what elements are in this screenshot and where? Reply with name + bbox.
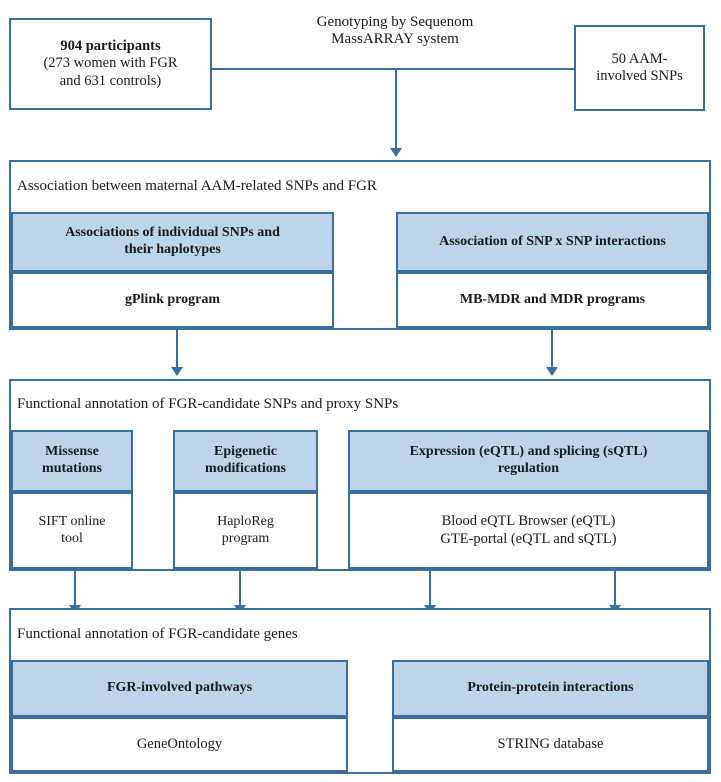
- section2-heading: Functional annotation of FGR-candidate S…: [11, 381, 709, 428]
- connector-s2c3b-down: [614, 569, 616, 607]
- section3-col2-body: STRING database: [392, 717, 709, 772]
- section2-col1-body-text: SIFT online tool: [38, 513, 106, 546]
- snps-box-text: 50 AAM- involved SNPs: [596, 50, 683, 84]
- section3-col1-body-text: GeneOntology: [136, 735, 223, 752]
- section3-heading: Functional annotation of FGR-candidate g…: [11, 610, 709, 658]
- section2-col2-body-text: HaploReg program: [217, 513, 274, 546]
- section3-col1-header-text: FGR-involved pathways: [106, 680, 253, 696]
- connector-s2c3a-down: [429, 569, 431, 607]
- section3-col2-header: Protein-protein interactions: [392, 660, 709, 717]
- genotyping-label: Genotyping by Sequenom MassARRAY system: [260, 14, 530, 48]
- section2-col3-body: Blood eQTL Browser (eQTL) GTE-portal (eQ…: [348, 492, 709, 569]
- section3-col1-body: GeneOntology: [11, 717, 348, 772]
- section3-col1-header: FGR-involved pathways: [11, 660, 348, 717]
- connector-top-vertical: [395, 68, 397, 150]
- section2-col3-header-text: Expression (eQTL) and splicing (sQTL) re…: [409, 444, 648, 476]
- genotyping-label-text: Genotyping by Sequenom MassARRAY system: [316, 14, 474, 47]
- section3-col2-header-text: Protein-protein interactions: [467, 680, 634, 696]
- section1-col1-header: Associations of individual SNPs and thei…: [11, 212, 334, 272]
- connector-top-horizontal: [212, 68, 574, 70]
- section1-col1-body-text: gPlink program: [124, 291, 221, 307]
- connector-s1c2-down: [551, 329, 553, 369]
- connector-s2c2-down: [239, 569, 241, 607]
- section1-col1-body: gPlink program: [11, 272, 334, 328]
- section1-col2-header-text: Association of SNP x SNP interactions: [439, 233, 666, 249]
- connector-s2c1-down: [74, 569, 76, 607]
- connector-s1c1-down: [176, 329, 178, 369]
- section2-col3-body-text: Blood eQTL Browser (eQTL) GTE-portal (eQ…: [440, 513, 617, 547]
- section2-heading-text: Functional annotation of FGR-candidate S…: [17, 396, 399, 412]
- snps-box: 50 AAM- involved SNPs: [574, 25, 705, 111]
- section2-col2-body: HaploReg program: [173, 492, 318, 569]
- section1-col2-body-text: MB-MDR and MDR programs: [459, 291, 646, 307]
- participants-count: 904 participants: [60, 38, 161, 55]
- section1-heading-text: Association between maternal AAM-related…: [17, 177, 377, 194]
- section1-heading: Association between maternal AAM-related…: [11, 162, 709, 210]
- section1-col2-body: MB-MDR and MDR programs: [396, 272, 709, 328]
- arrow-s1c2-to-section2: [546, 367, 558, 376]
- arrow-into-section1: [390, 148, 402, 157]
- section1-col1-header-text: Associations of individual SNPs and thei…: [65, 225, 280, 257]
- section2-col1-body: SIFT online tool: [11, 492, 133, 569]
- section2-col2-header-text: Epigenetic modifications: [205, 444, 286, 476]
- section3-col2-body-text: STRING database: [497, 735, 604, 752]
- arrow-s1c1-to-section2: [171, 367, 183, 376]
- section2-col3-header: Expression (eQTL) and splicing (sQTL) re…: [348, 430, 709, 492]
- section2-col1-header-text: Missense mutations: [42, 444, 102, 476]
- section2-col1-header: Missense mutations: [11, 430, 133, 492]
- section1-col2-header: Association of SNP x SNP interactions: [396, 212, 709, 272]
- section2-col2-header: Epigenetic modifications: [173, 430, 318, 492]
- section3-heading-text: Functional annotation of FGR-candidate g…: [17, 625, 298, 642]
